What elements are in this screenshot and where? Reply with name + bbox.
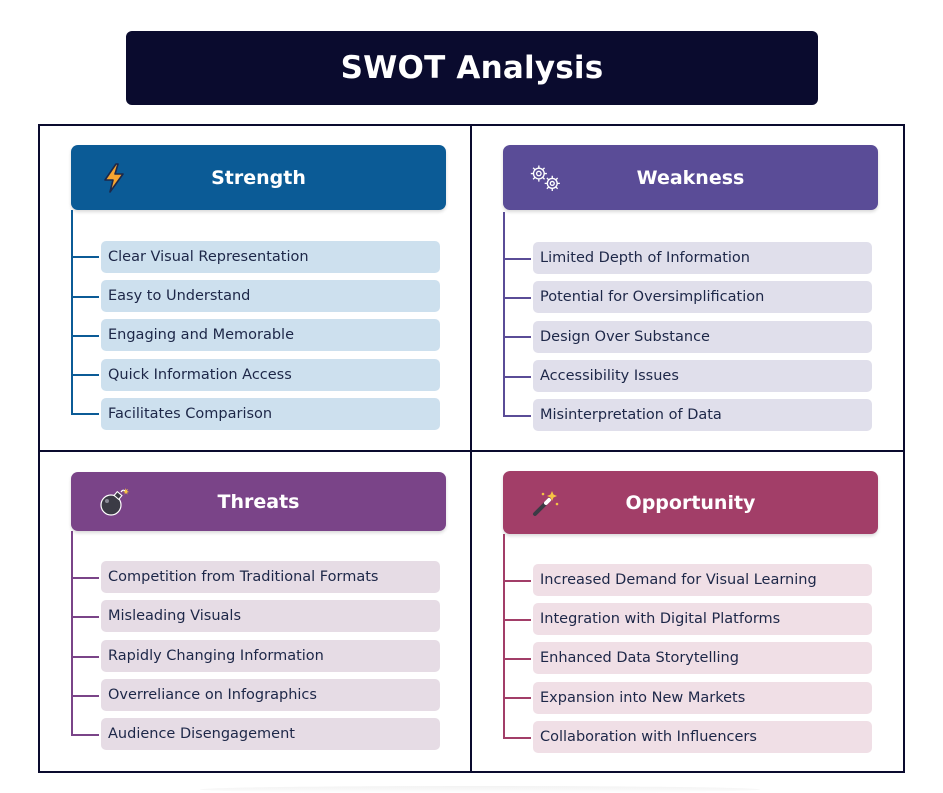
bracket-tick [503,619,531,621]
opportunity-item: Expansion into New Markets [533,682,872,714]
bracket-tick [71,656,99,658]
horizontal-divider [38,450,905,452]
bracket-tick [503,336,531,338]
bracket-tick [503,737,531,739]
strength-bracket [71,210,73,415]
opportunity-item: Integration with Digital Platforms [533,603,872,635]
weakness-title: Weakness [636,166,745,189]
vertical-divider [470,124,472,773]
gears-icon [529,161,563,195]
opportunity-bracket [503,534,505,739]
bomb-icon [97,485,131,519]
threats-item: Audience Disengagement [101,718,440,750]
bracket-tick [503,258,531,260]
strength-item: Engaging and Memorable [101,319,440,351]
bracket-tick [503,658,531,660]
bracket-tick [503,376,531,378]
weakness-item: Limited Depth of Information [533,242,872,274]
weakness-item: Design Over Substance [533,321,872,353]
weakness-item: Accessibility Issues [533,360,872,392]
threats-header: Threats [71,472,446,531]
bracket-tick [71,616,99,618]
bracket-tick [503,580,531,582]
bracket-tick [71,374,99,376]
threats-item: Competition from Traditional Formats [101,561,440,593]
strength-item: Quick Information Access [101,359,440,391]
threats-bracket [71,531,73,736]
bracket-tick [71,695,99,697]
bracket-tick [71,413,99,415]
weakness-bracket [503,212,505,417]
threats-title: Threats [217,490,300,513]
page-title: SWOT Analysis [340,50,604,86]
strength-item: Facilitates Comparison [101,398,440,430]
magic-wand-icon [529,486,563,520]
lightning-icon [97,161,131,195]
bracket-tick [71,256,99,258]
bracket-tick [71,296,99,298]
opportunity-item: Increased Demand for Visual Learning [533,564,872,596]
drop-shadow [200,786,760,793]
strength-title: Strength [211,166,306,189]
opportunity-title: Opportunity [625,491,756,514]
strength-item: Clear Visual Representation [101,241,440,273]
weakness-item: Misinterpretation of Data [533,399,872,431]
threats-item: Overreliance on Infographics [101,679,440,711]
bracket-tick [503,415,531,417]
opportunity-header: Opportunity [503,471,878,534]
title-banner: SWOT Analysis [126,31,818,105]
bracket-tick [503,697,531,699]
bracket-tick [503,297,531,299]
bracket-tick [71,577,99,579]
strength-header: Strength [71,145,446,210]
opportunity-item: Collaboration with Influencers [533,721,872,753]
weakness-header: Weakness [503,145,878,210]
threats-item: Misleading Visuals [101,600,440,632]
bracket-tick [71,335,99,337]
opportunity-item: Enhanced Data Storytelling [533,642,872,674]
bracket-tick [71,734,99,736]
weakness-item: Potential for Oversimplification [533,281,872,313]
threats-item: Rapidly Changing Information [101,640,440,672]
strength-item: Easy to Understand [101,280,440,312]
